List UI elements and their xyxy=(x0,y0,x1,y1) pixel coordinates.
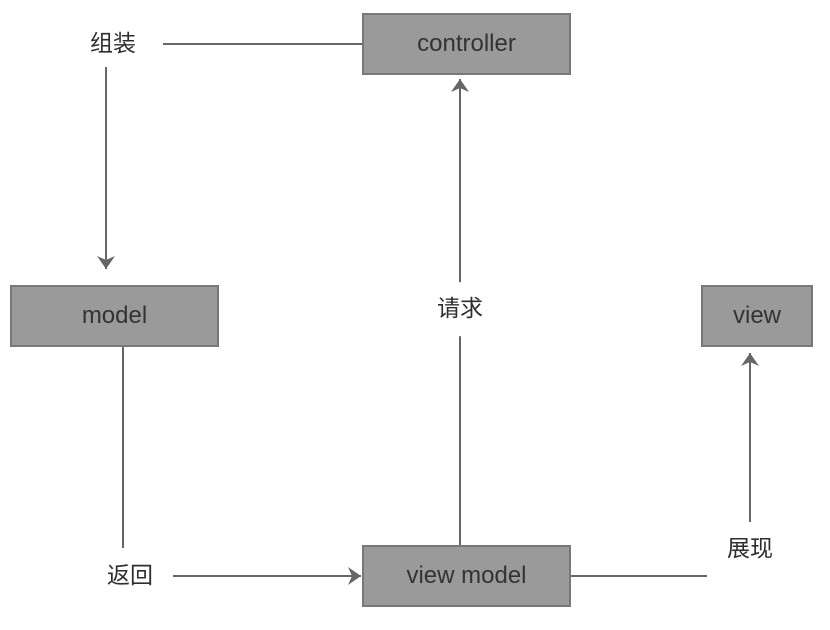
node-model: model xyxy=(10,285,219,347)
edge-label-present: 展现 xyxy=(727,535,773,562)
edge-label-request: 请求 xyxy=(432,282,488,336)
node-controller: controller xyxy=(362,13,571,75)
node-view: view xyxy=(701,285,813,347)
edge-label-assemble: 组装 xyxy=(90,30,136,57)
node-view-model: view model xyxy=(362,545,571,607)
edge-label-return: 返回 xyxy=(107,562,153,589)
